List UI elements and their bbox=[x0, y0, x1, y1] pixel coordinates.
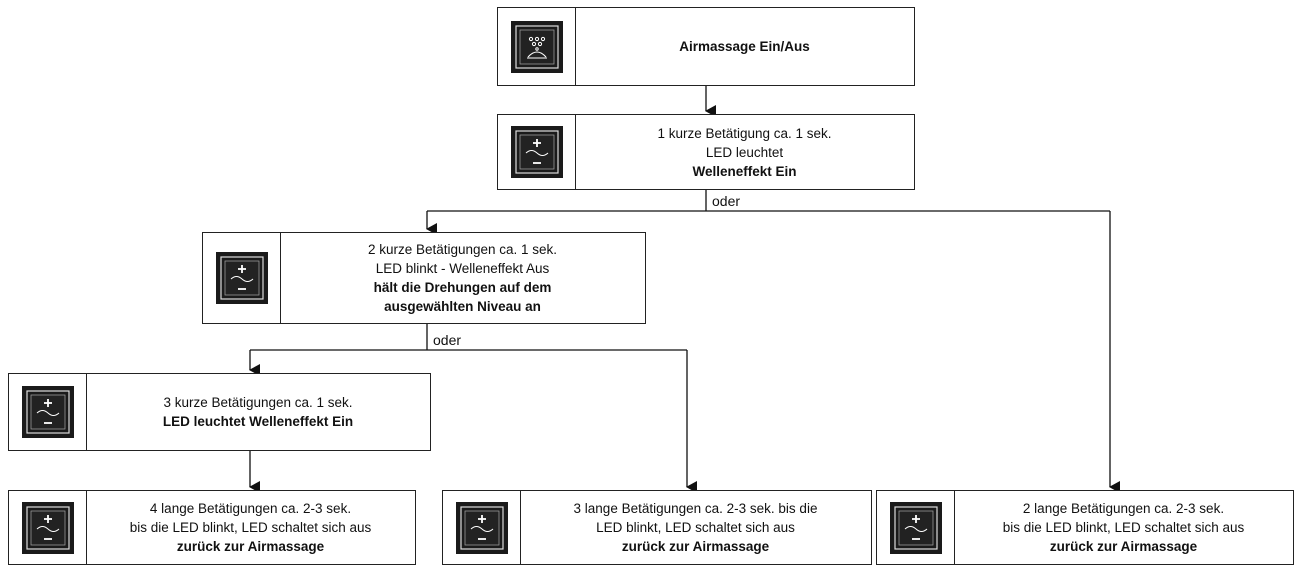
step3-box: 3 kurze Betätigungen ca. 1 sek. LED leuc… bbox=[8, 373, 431, 451]
step3-long-bold: zurück zur Airmassage bbox=[621, 539, 770, 554]
step2-line: 2 kurze Betätigungen ca. 1 sek. bbox=[367, 242, 558, 257]
step3-long-box: 3 lange Betätigungen ca. 2-3 sek. bis di… bbox=[442, 490, 872, 565]
wave-plus-minus-icon bbox=[510, 126, 563, 178]
step3-long-line: LED blinkt, LED schaltet sich aus bbox=[596, 520, 795, 535]
step2-bold: ausgewählten Niveau an bbox=[384, 299, 541, 314]
step2-long-bold: zurück zur Airmassage bbox=[1049, 539, 1198, 554]
step2-box: 2 kurze Betätigungen ca. 1 sek. LED blin… bbox=[202, 232, 646, 324]
step1-line: 1 kurze Betätigung ca. 1 sek. bbox=[657, 125, 832, 141]
step4-line: bis die LED blinkt, LED schaltet sich au… bbox=[129, 520, 372, 535]
step4-box: 4 lange Betätigungen ca. 2-3 sek. bis di… bbox=[8, 490, 416, 565]
step2-long-line: bis die LED blinkt, LED schaltet sich au… bbox=[1002, 520, 1245, 535]
step1-bold: Welleneffekt Ein bbox=[692, 163, 797, 179]
step2-long-box: 2 lange Betätigungen ca. 2-3 sek. bis di… bbox=[876, 490, 1294, 565]
airmassage-box: Airmassage Ein/Aus bbox=[497, 7, 915, 86]
step3-bold: LED leuchtet Welleneffekt Ein bbox=[162, 414, 354, 429]
oder-label: oder bbox=[433, 332, 462, 348]
airmassage-title: Airmassage Ein/Aus bbox=[679, 39, 810, 54]
oder-label: oder bbox=[712, 193, 741, 209]
step1-line: LED leuchtet bbox=[705, 144, 784, 160]
step4-bold: zurück zur Airmassage bbox=[176, 539, 325, 554]
step4-line: 4 lange Betätigungen ca. 2-3 sek. bbox=[149, 501, 352, 516]
wave-plus-minus-icon bbox=[455, 501, 508, 554]
step2-long-line: 2 lange Betätigungen ca. 2-3 sek. bbox=[1022, 501, 1225, 516]
step3-line: 3 kurze Betätigungen ca. 1 sek. bbox=[163, 395, 353, 410]
step2-line: LED blinkt - Welleneffekt Aus bbox=[375, 261, 550, 276]
step1-box: 1 kurze Betätigung ca. 1 sek. LED leucht… bbox=[497, 114, 915, 190]
wave-plus-minus-icon bbox=[889, 501, 942, 554]
step3-long-line: 3 lange Betätigungen ca. 2-3 sek. bis di… bbox=[573, 501, 818, 516]
airmassage-icon bbox=[510, 20, 563, 73]
wave-plus-minus-icon bbox=[21, 501, 74, 554]
wave-plus-minus-icon bbox=[21, 386, 74, 438]
step2-bold: hält die Drehungen auf dem bbox=[373, 280, 552, 295]
wave-plus-minus-icon bbox=[215, 252, 268, 304]
